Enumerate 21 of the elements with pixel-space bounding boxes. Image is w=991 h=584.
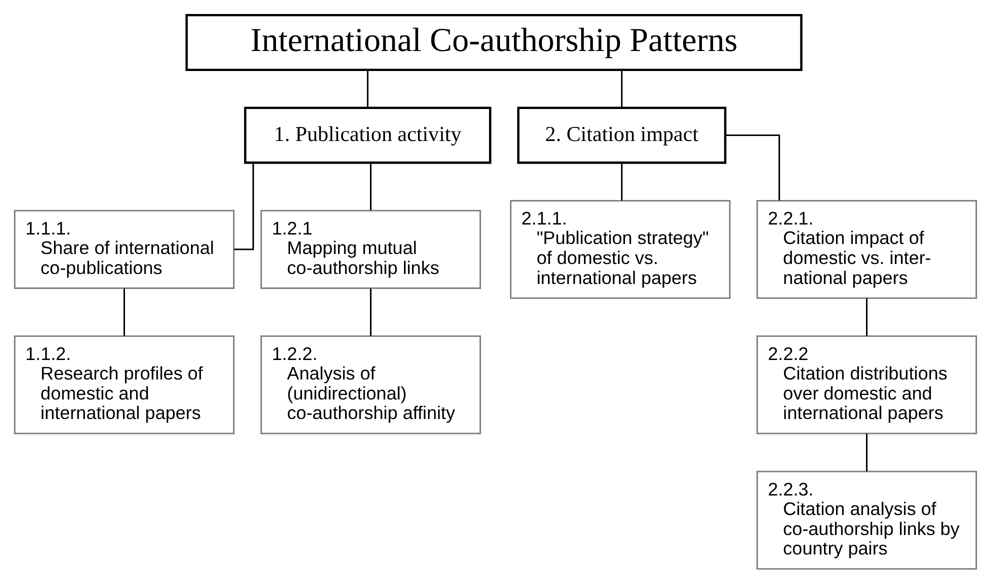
connector bbox=[866, 298, 868, 336]
node-box: 2.2.3. Citation analysis of co-authorship links by country pairs bbox=[756, 470, 978, 570]
node-box: 1.2.1 Mapping mutual co-authorship links bbox=[260, 210, 482, 289]
node-box: 1.1.1. Share of international co-publications bbox=[14, 210, 235, 289]
node-box: 2.2.2 Citation distributions over domestic and international papers bbox=[756, 335, 978, 434]
connector bbox=[621, 70, 623, 108]
connector bbox=[866, 434, 868, 472]
node-box: 2.2.1. Citation impact of domestic vs. inter- national papers bbox=[756, 200, 978, 299]
node-box: 1.2.2. Analysis of (unidirectional) co-authorship affinity bbox=[260, 335, 482, 434]
connector bbox=[370, 288, 372, 336]
connector bbox=[621, 162, 623, 201]
node-box: 1.1.2. Research profiles of domestic and international papers bbox=[14, 335, 235, 434]
node-box: 1. Publication activity bbox=[244, 106, 492, 164]
connector bbox=[726, 134, 780, 200]
connector bbox=[234, 162, 254, 250]
node-box: 2.1.1. "Publication strategy" of domestic vs. international papers bbox=[510, 200, 731, 299]
node-box: International Co-authorship Patterns bbox=[186, 14, 802, 71]
node-box: 2. Citation impact bbox=[517, 106, 726, 164]
connector bbox=[124, 288, 126, 336]
connector bbox=[366, 70, 368, 108]
connector bbox=[370, 162, 372, 210]
